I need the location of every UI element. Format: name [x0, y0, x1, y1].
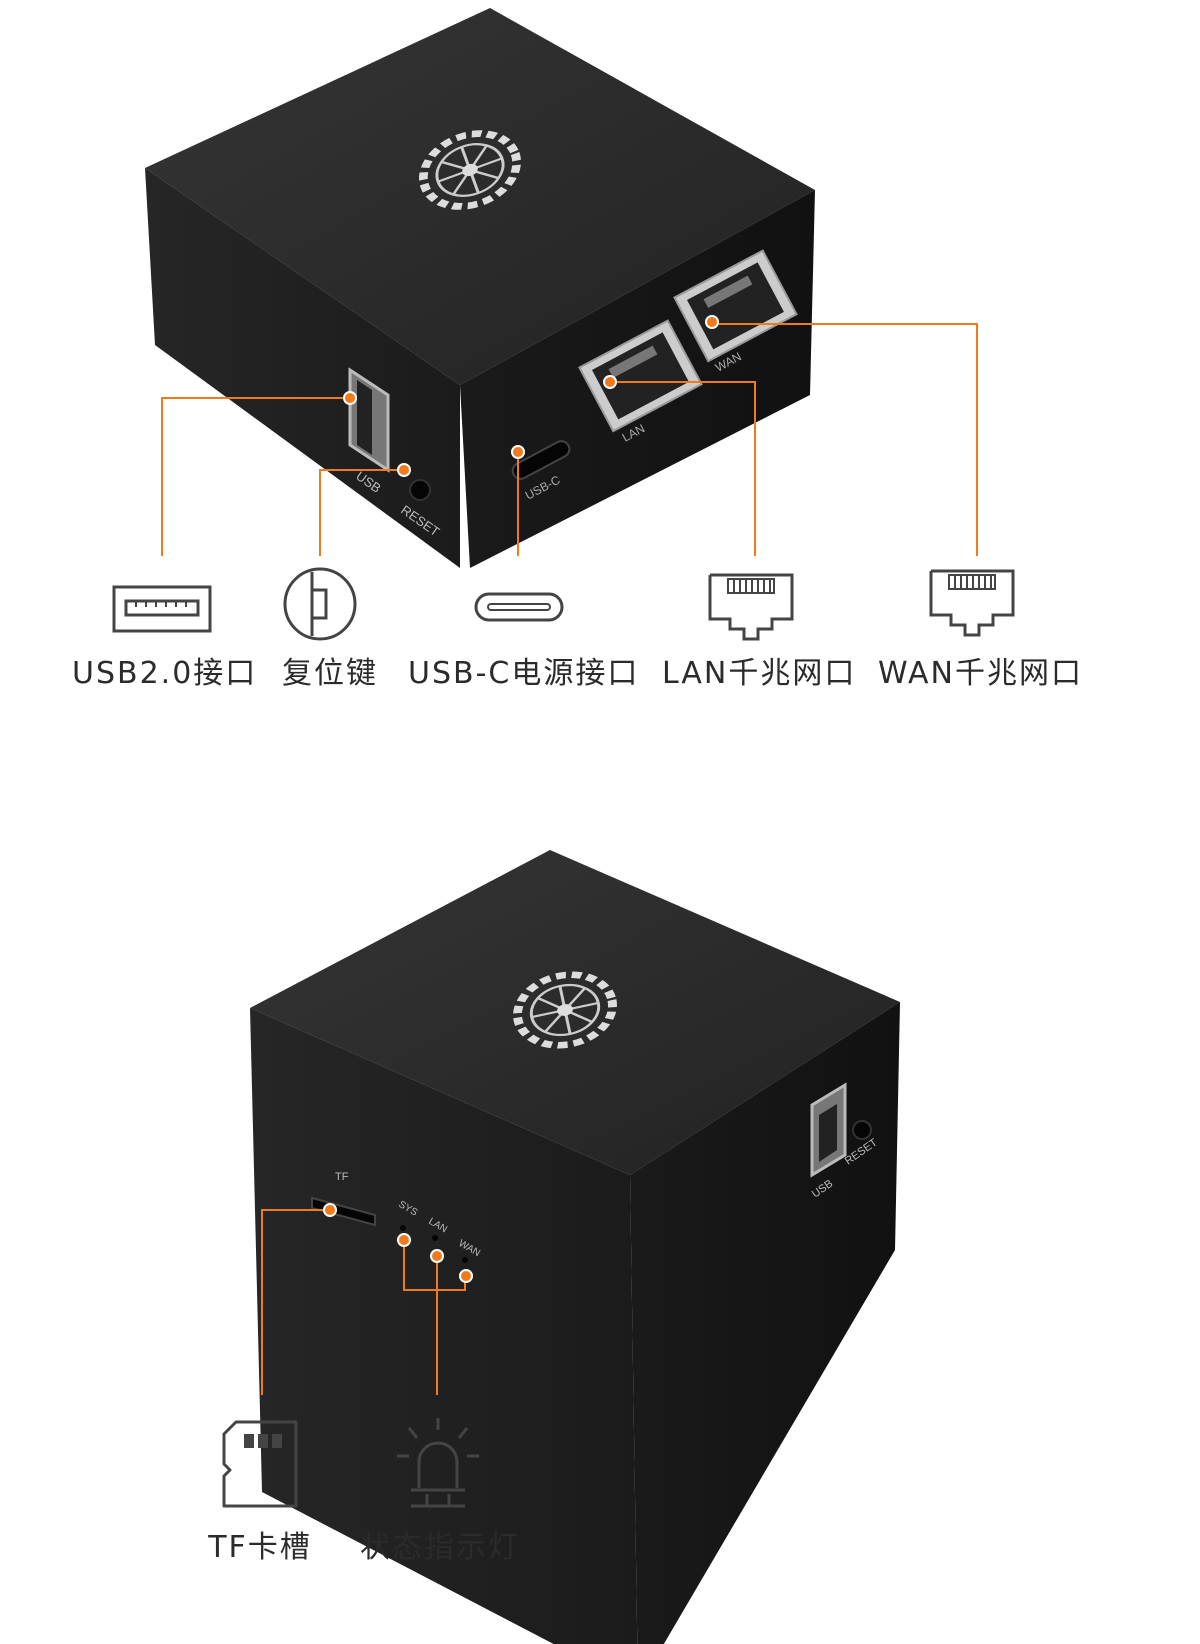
- device-top-face: [250, 850, 900, 1175]
- callout-dot-usbc: [511, 445, 525, 459]
- wan-ethernet-icon: [929, 569, 1015, 637]
- legend-label-reset: 复位键: [282, 656, 378, 691]
- callout-dot-lan: [430, 1249, 444, 1263]
- device-top-face: [145, 8, 815, 385]
- lan-ethernet-icon: [708, 573, 794, 641]
- callout-dot-usb: [343, 391, 357, 405]
- device-front-face: [250, 1008, 638, 1644]
- callout-dot-wan: [705, 315, 719, 329]
- legend-label-wan: WAN千兆网口: [878, 656, 1083, 691]
- legend-label-tf: TF卡槽: [208, 1530, 312, 1565]
- led-lan: [432, 1235, 438, 1241]
- callout-line-led-group: [403, 1238, 466, 1291]
- flower-logo-icon: [513, 971, 617, 1049]
- callout-dot-tf: [323, 1203, 337, 1217]
- usb-c-icon: [474, 592, 564, 622]
- device-left-side: [145, 168, 460, 568]
- callout-line-tf: [261, 1209, 330, 1395]
- legend-label-lan: LAN千兆网口: [662, 656, 857, 691]
- callout-line-lan: [610, 381, 756, 556]
- usb-a-port: [348, 367, 390, 473]
- callout-line-wan: [712, 323, 978, 556]
- callout-dot-reset: [397, 463, 411, 477]
- callout-dot-wan: [459, 1269, 473, 1283]
- legend-label-status-light: 状态指示灯: [360, 1530, 520, 1565]
- callout-line-reset: [319, 469, 400, 556]
- lan-port: [578, 319, 703, 433]
- top-device-photo: USB RESET USB-C LAN WAN: [145, 8, 978, 568]
- legend-label-usbc: USB-C电源接口: [408, 656, 640, 691]
- reset-button-icon: [283, 567, 357, 641]
- reset-hole: [409, 479, 431, 501]
- led-sys: [400, 1225, 406, 1231]
- usb-a-icon: [112, 585, 212, 633]
- sd-card-icon: [222, 1420, 298, 1508]
- callout-dot-sys: [397, 1233, 411, 1247]
- led-wan: [462, 1257, 468, 1263]
- legend-label-usb2: USB2.0接口: [72, 656, 258, 691]
- status-light-icon: [397, 1418, 479, 1508]
- reset-hole: [852, 1120, 872, 1140]
- bottom-device-photo: TF SYS LAN WAN USB RESET: [250, 850, 900, 1644]
- tf-slot-label: TF: [335, 1171, 349, 1183]
- callout-line-usb: [161, 397, 350, 556]
- callout-dot-lan: [603, 375, 617, 389]
- usbc-port: [511, 440, 571, 480]
